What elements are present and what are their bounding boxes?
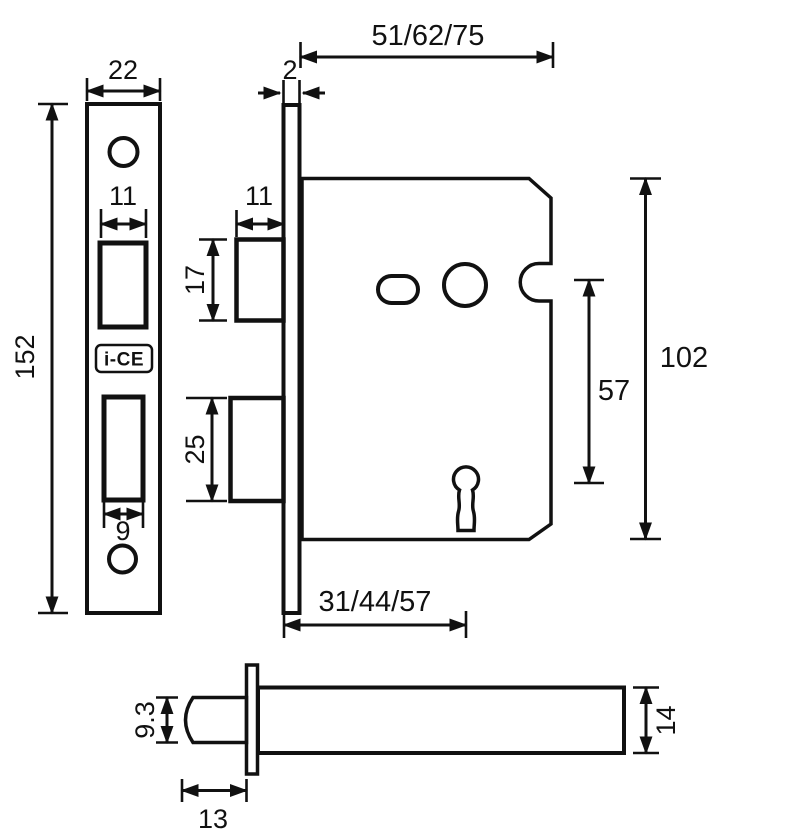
- dim-bolt-body-height: 14: [633, 686, 681, 755]
- dim-backset: 31/44/57: [282, 586, 468, 638]
- dim-label-spindle-to-keyhole: 57: [598, 375, 630, 407]
- brand-logo: i-CE: [94, 343, 154, 374]
- faceplate-front-view: i-CE: [85, 102, 162, 615]
- dim-spindle-to-keyhole: 57: [574, 278, 630, 485]
- brand-logo-text: i-CE: [104, 350, 144, 371]
- dim-faceplate-height: 152: [10, 102, 68, 615]
- dim-faceplate-thickness: 2: [258, 55, 325, 103]
- dim-label-deadbolt-height: 25: [180, 434, 210, 464]
- bolt-faceplate-flange: [244, 663, 260, 776]
- deadbolt-cutout: [101, 394, 146, 503]
- dim-latch-width: 11: [235, 181, 286, 237]
- latch-bolt-side-view: [234, 237, 286, 323]
- lock-case-side-view: [300, 176, 553, 542]
- faceplate-side-view: [281, 103, 302, 615]
- dim-label-bolt-body-height: 14: [651, 705, 681, 735]
- bottom-screw-hole: [107, 543, 138, 575]
- brand-logo-border: [94, 343, 154, 374]
- dim-latch-height: 17: [180, 238, 227, 322]
- dim-label-latch-width: 11: [245, 181, 273, 211]
- dim-label-backset: 31/44/57: [319, 586, 432, 618]
- follower-hole: [376, 274, 420, 305]
- dim-faceplate-width: 22: [85, 55, 162, 101]
- bolt-nose: [183, 695, 249, 745]
- dim-label-bolt-nose-length: 13: [198, 804, 228, 834]
- case-outline: [300, 176, 553, 542]
- keyhole: [451, 465, 481, 533]
- dim-faceplate-deadbolt-cutout-width: 9: [102, 501, 145, 546]
- deadbolt-side-view: [228, 395, 286, 504]
- bolt-body: [256, 685, 626, 755]
- dim-label-deadbolt-cutout-width: 9: [115, 516, 130, 546]
- dim-faceplate-latch-cutout-width: 11: [99, 181, 148, 238]
- dim-label-faceplate-thickness: 2: [282, 55, 297, 85]
- latch-bolt-assembly-side-view: [183, 663, 626, 776]
- dim-bolt-nose-length: 13: [180, 779, 248, 834]
- faceplate-edge: [281, 103, 302, 615]
- dim-label-case-depth: 51/62/75: [372, 20, 485, 52]
- dim-bolt-nose-height: 9.3: [130, 696, 178, 744]
- latch-cutout: [97, 240, 149, 330]
- dim-label-faceplate-height: 152: [10, 334, 40, 379]
- top-screw-hole: [107, 136, 140, 168]
- dim-label-bolt-nose-height: 9.3: [130, 701, 160, 739]
- faceplate-outline: [85, 102, 162, 615]
- dim-case-depth: 51/62/75: [299, 20, 555, 68]
- dim-label-latch-cutout-width: 11: [109, 181, 137, 211]
- spindle-hole: [442, 262, 488, 308]
- dim-case-height: 102: [630, 177, 708, 541]
- dim-label-faceplate-width: 22: [108, 55, 138, 85]
- dim-deadbolt-height: 25: [180, 396, 227, 503]
- dim-label-latch-height: 17: [180, 265, 210, 295]
- dim-label-case-height: 102: [660, 342, 708, 374]
